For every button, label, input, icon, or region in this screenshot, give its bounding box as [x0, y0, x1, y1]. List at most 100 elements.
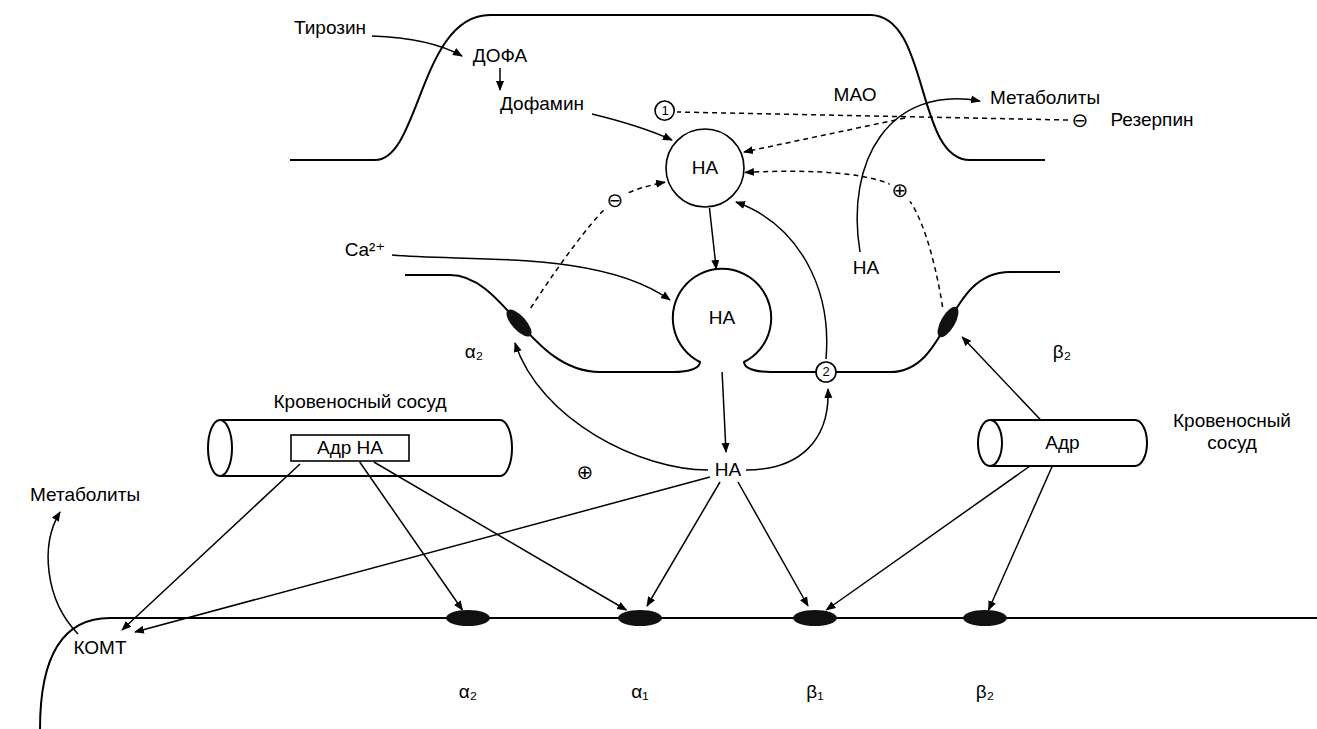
ion-label-wrap: Ca²⁺ — [345, 239, 386, 261]
enzyme-label: КОМТ — [73, 637, 126, 658]
blood-vessel: Кровеносный сосудАдр — [978, 420, 1147, 466]
modulation-sign: ⊖ — [607, 189, 624, 211]
box-outline — [291, 435, 409, 461]
metabolite-label: Метаболиты — [990, 87, 1100, 108]
text-wrap: β₂ — [976, 681, 994, 703]
receptor-symbol: β₂ — [933, 307, 963, 337]
postsynaptic-membrane — [40, 618, 1317, 729]
transmitter-label: НА — [853, 257, 879, 278]
node-heading: Кровеносный сосуд — [1173, 410, 1291, 453]
circle-outline — [655, 101, 674, 120]
enzyme-label-wrap: КОМТ — [73, 637, 126, 659]
blood-vessel: Кровеносный сосудАдр НА — [208, 420, 512, 476]
arrow-connector — [989, 466, 1053, 610]
text-wrap: α₁ — [631, 681, 648, 703]
node-text: 1 — [661, 104, 668, 119]
text-wrap: α₂ — [465, 341, 483, 363]
fusing-vesicle: НА — [673, 269, 771, 372]
text-wrap: β₁ — [806, 681, 823, 703]
vessel-wall — [220, 420, 512, 476]
arrow-connector — [826, 466, 1030, 610]
transmitter-label-wrap: НА — [715, 459, 741, 481]
text-wrap: α₂ — [459, 681, 477, 703]
receptor-blob — [963, 610, 1007, 626]
comt-arrow — [122, 464, 300, 630]
enzyme-label-wrap: МАО — [834, 84, 877, 106]
node-heading: α₂ — [459, 681, 477, 702]
metabolite-label-wrap: Метаболиты — [30, 484, 140, 506]
node-heading: Кровеносный сосуд — [274, 391, 447, 412]
node-heading: α₁ — [631, 681, 648, 702]
edge-label-wrap: ⊖ — [605, 189, 626, 212]
receptor-symbol: α₂ — [445, 610, 491, 626]
metabolite-label-wrap: Метаболиты — [990, 87, 1100, 109]
arrow-connector — [962, 337, 1041, 420]
feedback-arc — [515, 343, 708, 470]
substance-label-wrap: Дофамин — [500, 93, 584, 115]
receptor-symbol: β₁ — [792, 610, 838, 626]
node-text: НА — [709, 307, 735, 329]
activation-sign-wrap: ⊕ — [577, 461, 594, 484]
synthesis-arrow — [372, 36, 462, 56]
receptor-symbol-outline — [617, 610, 663, 626]
modulation-sign: ⊕ — [892, 179, 909, 201]
receptor-symbol: α₁ — [617, 610, 663, 626]
receptor-blob — [502, 306, 535, 341]
ion-label: Ca²⁺ — [345, 239, 386, 260]
circle-outline — [666, 129, 744, 207]
receptor-arrow — [647, 482, 720, 606]
receptor-symbol-outline — [504, 308, 534, 338]
substance-label-wrap: ДОФА — [473, 45, 527, 67]
edge-label-wrap: ⊕ — [890, 179, 911, 202]
text-wrap: 1 — [654, 100, 675, 121]
node-text: Адр НА — [317, 437, 383, 459]
callout-circle: 1 — [654, 100, 675, 121]
text-wrap: НА — [665, 128, 745, 208]
vessel-wall — [990, 420, 1147, 466]
reserpine-dashed-line — [677, 112, 1068, 120]
substance-label: ДОФА — [473, 45, 527, 66]
node-heading: β₂ — [976, 681, 994, 702]
metabolite-arrow — [48, 512, 78, 634]
substance-label: Тирозин — [294, 17, 366, 38]
omega-outline — [673, 269, 771, 372]
text-wrap: Кровеносный сосуд — [1157, 410, 1307, 454]
inhibition-sign-wrap: ⊖ — [1072, 109, 1089, 132]
receptor-symbol: α₂ — [504, 308, 534, 338]
mao-arrow — [857, 99, 980, 252]
node-heading: β₂ — [1053, 341, 1071, 362]
callout-circle: 2 — [815, 361, 837, 383]
node-text: Адр — [1045, 432, 1079, 454]
receptor-symbol-outline — [962, 610, 1008, 626]
receptor-symbol: β₂ — [962, 610, 1008, 626]
reuptake-arc — [746, 389, 828, 470]
calcium-arrow — [392, 255, 670, 300]
synthesis-arrow — [499, 68, 501, 90]
text-wrap: Адр НА — [290, 434, 410, 462]
substance-label-wrap: Тирозин — [294, 17, 366, 39]
metabolite-label: Метаболиты — [30, 484, 140, 505]
modulation-connector — [745, 171, 943, 307]
modulation-connector — [531, 182, 665, 308]
arrow-connector — [709, 208, 716, 269]
text-wrap: Кровеносный сосуд — [274, 391, 447, 413]
release-arrow — [722, 370, 726, 452]
receptor-blob — [618, 610, 662, 626]
arrow-connector — [374, 462, 626, 610]
transmitter-label: НА — [715, 459, 741, 480]
vesicle-circle: НА — [665, 128, 745, 208]
substance-label: Дофамин — [500, 93, 584, 114]
activation-sign: ⊕ — [577, 461, 594, 483]
drug-label-wrap: Резерпин — [1110, 109, 1193, 131]
transmitter-label-wrap: НА — [853, 257, 879, 279]
node-text: 2 — [822, 365, 829, 380]
enzyme-label: МАО — [834, 84, 877, 105]
text-wrap: НА — [673, 269, 771, 367]
receptor-symbol-outline — [445, 610, 491, 626]
inhibition-sign: ⊖ — [1072, 109, 1089, 131]
receptor-blob — [446, 610, 490, 626]
receptor-symbol-outline — [933, 307, 963, 337]
drug-label: Резерпин — [1110, 109, 1193, 130]
